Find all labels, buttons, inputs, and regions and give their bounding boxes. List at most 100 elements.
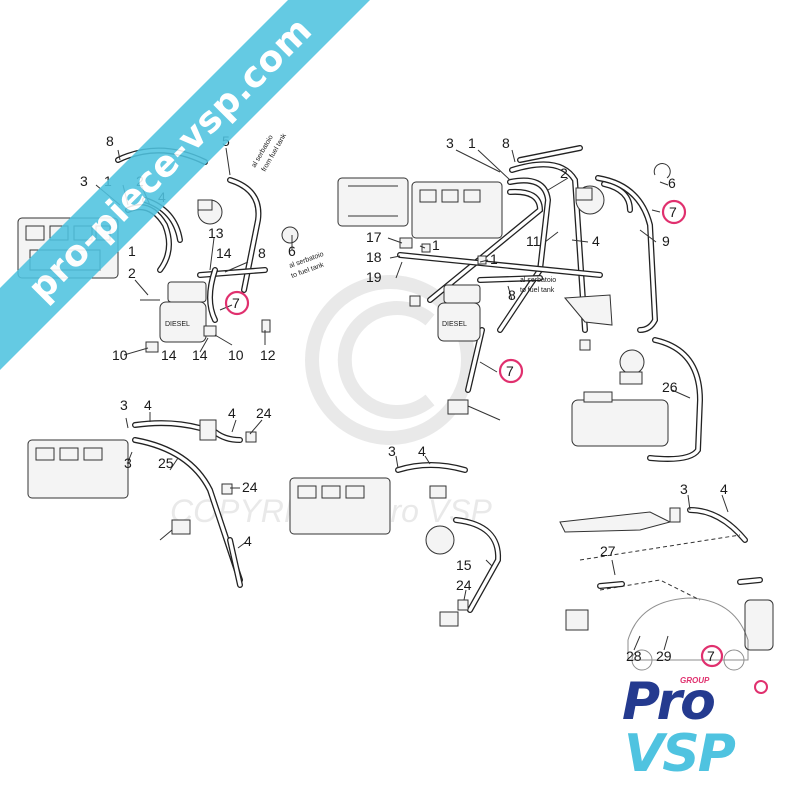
fuel-sensor-icon [447, 399, 501, 421]
fuel-filter-icon: DIESEL [437, 284, 481, 342]
callout-number: 6 [668, 175, 676, 191]
logo-hexagon-icon [754, 680, 768, 694]
callout-number: 4 [720, 481, 728, 497]
filter-label: DIESEL [442, 321, 467, 328]
callout-number: 19 [366, 269, 382, 285]
callout-number: 10 [112, 347, 128, 363]
highlight-ring [498, 358, 524, 384]
callout-number: 26 [662, 379, 678, 395]
callout-number: 28 [626, 648, 642, 664]
highlight-ring [700, 644, 724, 668]
callout-number: 3 [124, 455, 132, 471]
fuel-sensor-icon [439, 611, 459, 627]
callout-number: 24 [456, 577, 472, 593]
callout-number: 8 [502, 135, 510, 151]
fuel-sensor-icon [565, 609, 589, 631]
assembly-right-tank: 26 [571, 337, 704, 462]
callout-number: 4 [144, 397, 152, 413]
engine-block-icon [27, 439, 129, 499]
callout-number: 24 [242, 479, 258, 495]
fitting-icon [409, 295, 421, 307]
fuel-filter-icon: DIESEL [159, 281, 207, 343]
fitting-icon [203, 325, 217, 337]
callout-number: 8 [106, 133, 114, 149]
screw-icon [261, 319, 271, 333]
fitting-icon [457, 599, 469, 611]
callout-number: 1 [468, 135, 476, 151]
callout-number: 25 [158, 455, 174, 471]
highlight-ring [661, 199, 687, 225]
bracket-icon [559, 511, 672, 533]
logo-pro-text: Pro [622, 672, 716, 732]
brand-logo: Pro GROUP VSP [618, 668, 778, 788]
fitting-icon [399, 237, 413, 249]
callout-number: 18 [366, 249, 382, 265]
callout-number: 14 [216, 245, 232, 261]
callout-number: 3 [120, 397, 128, 413]
callout-number: 7 [232, 295, 240, 311]
callout-number: 7 [669, 204, 677, 220]
assembly-middle-center: 3 4 15 24 [289, 443, 502, 627]
fuel-tank-icon [571, 391, 669, 447]
callout-number: 24 [256, 405, 272, 421]
callout-number: 7 [707, 648, 715, 664]
callout-number: 4 [592, 233, 600, 249]
callout-number: 15 [456, 557, 472, 573]
callout-number: 3 [80, 173, 88, 189]
callout-number: 29 [656, 648, 672, 664]
engine-block-icon [289, 477, 391, 535]
fitting-icon [477, 255, 487, 265]
callout-number: 8 [508, 287, 516, 303]
engine-block-icon [411, 181, 503, 239]
callout-number: 1 [432, 237, 440, 253]
fuel-tank-note: to fuel tank [520, 287, 555, 294]
fuel-tank-icon [337, 177, 409, 227]
fuel-pump-icon [575, 185, 605, 215]
callout-number: 1 [490, 251, 498, 267]
filter-label: DIESEL [165, 321, 190, 328]
callout-number: 10 [228, 347, 244, 363]
assembly-top-right: DIESEL al serbatoio to fuel tank 3 1 8 2… [337, 135, 687, 421]
callout-number: 9 [662, 233, 670, 249]
fitting-icon [669, 507, 681, 523]
fitting-icon [145, 341, 159, 353]
clamp-icon [653, 163, 671, 179]
callout-number: 4 [244, 533, 252, 549]
fitting-icon [245, 431, 257, 443]
fuel-pump-icon [197, 199, 223, 225]
fitting-icon [421, 243, 431, 253]
callout-number: 6 [288, 243, 296, 259]
callout-number: 14 [161, 347, 177, 363]
callout-number: 2 [560, 165, 568, 181]
fuel-filter-icon [199, 419, 217, 441]
callout-number: 27 [600, 543, 616, 559]
callout-number: 3 [446, 135, 454, 151]
fuel-sensor-icon [159, 519, 191, 541]
callout-number: 11 [526, 233, 541, 249]
fuel-filter-icon [744, 599, 774, 651]
callout-number: 2 [128, 265, 136, 281]
assembly-bottom-right: 3 4 27 28 29 7 [559, 481, 774, 671]
fuel-tank-note: al serbatoio [520, 277, 556, 284]
fuel-pump-icon [619, 349, 645, 385]
assembly-middle-left: 3 4 4 24 3 25 24 4 [27, 397, 272, 588]
callout-number: 12 [260, 347, 276, 363]
callout-number: 7 [506, 363, 514, 379]
callout-number: 14 [192, 347, 208, 363]
bracket-icon [563, 294, 613, 326]
fitting-icon [579, 339, 591, 351]
callout-number: 13 [208, 225, 224, 241]
fuel-pump-icon [425, 485, 455, 555]
car-outline-icon [627, 597, 749, 671]
callout-number: 4 [228, 405, 236, 421]
fitting-icon [221, 483, 233, 495]
callout-number: 17 [366, 229, 382, 245]
logo-group-text: GROUP [680, 676, 710, 685]
callout-number: 8 [258, 245, 266, 261]
callout-number: 4 [418, 443, 426, 459]
callout-number: 3 [680, 481, 688, 497]
logo-vsp-text: VSP [624, 724, 736, 784]
callout-number: 1 [128, 243, 136, 259]
